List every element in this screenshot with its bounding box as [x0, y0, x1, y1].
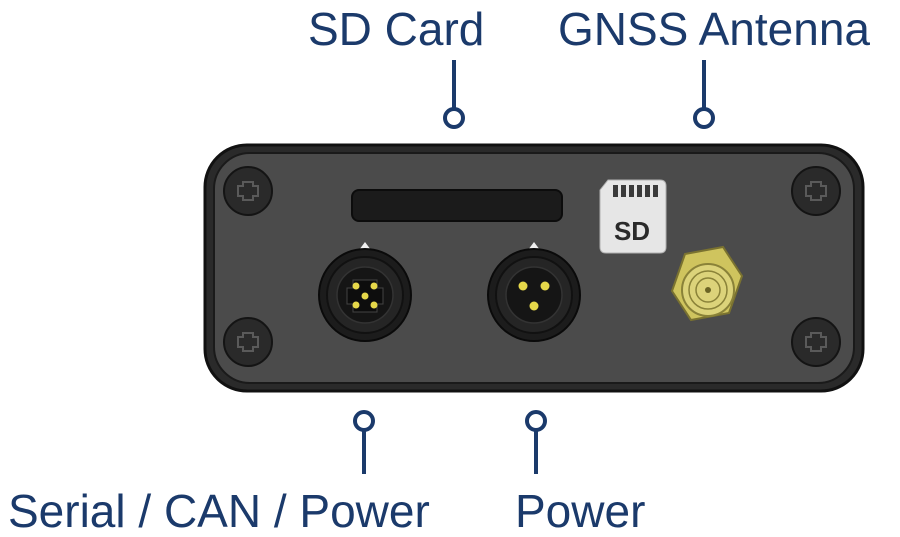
- serial-can-power-callout: [353, 410, 375, 474]
- sd-card-slot: [351, 189, 563, 222]
- power-label: Power: [515, 485, 646, 537]
- sd-logo-icon: SD: [599, 179, 667, 254]
- screw-icon: [791, 166, 841, 216]
- gnss-antenna-connector: [670, 245, 744, 322]
- serial-can-power-connector: [318, 242, 412, 342]
- screw-icon: [791, 317, 841, 367]
- serial-can-power-label: Serial / CAN / Power: [8, 485, 430, 537]
- sd-card-label: SD Card: [308, 3, 485, 55]
- power-connector: [487, 242, 581, 342]
- gnss-antenna-callout: [693, 60, 715, 129]
- power-callout: [525, 410, 547, 474]
- sd-card-callout: [443, 60, 465, 129]
- screw-icon: [223, 317, 273, 367]
- sd-logo-text: SD: [614, 216, 650, 246]
- screw-icon: [223, 166, 273, 216]
- gnss-antenna-label: GNSS Antenna: [558, 3, 870, 55]
